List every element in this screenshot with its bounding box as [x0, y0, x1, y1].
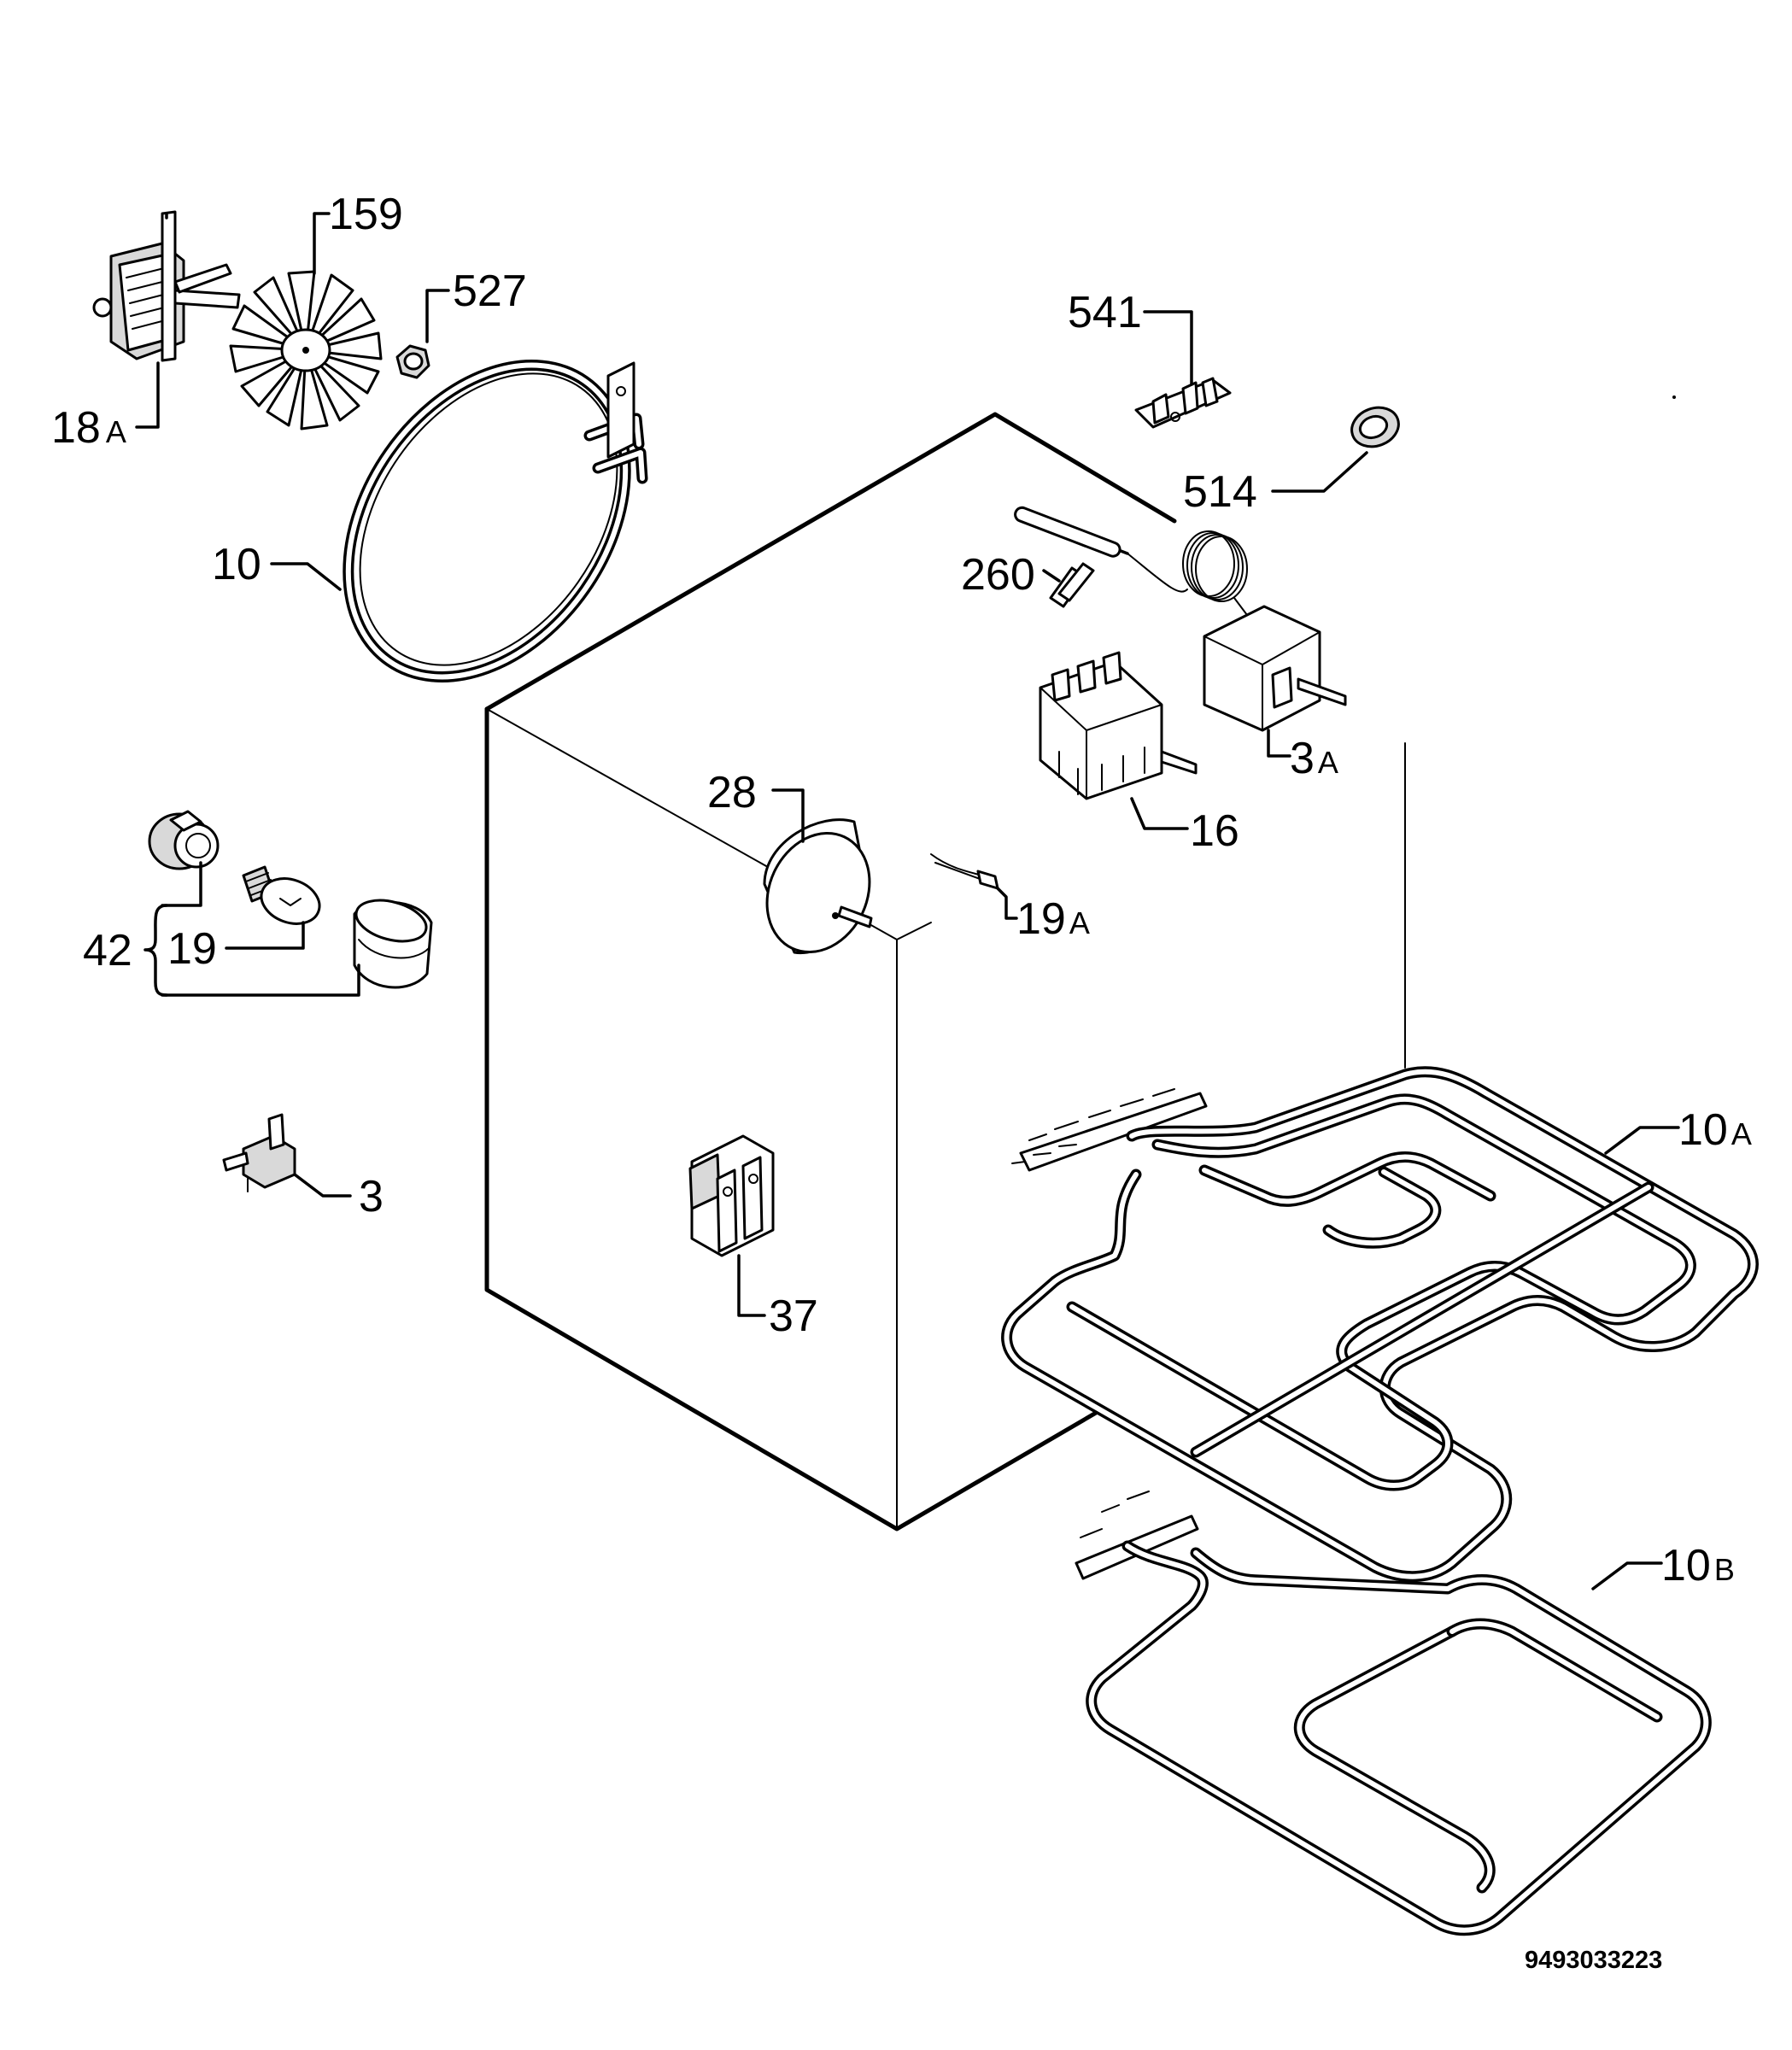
callout-16: 16 [1190, 806, 1239, 856]
clip-part [1049, 562, 1095, 608]
lamp-bulb-part [242, 865, 321, 925]
brace-42 [143, 904, 168, 997]
thermostat-part [1014, 506, 1347, 732]
callout-37: 37 [769, 1292, 818, 1341]
grommet-part [1350, 406, 1400, 448]
leader-28 [771, 788, 805, 843]
callout-527: 527 [453, 266, 527, 316]
leader-18a [135, 361, 160, 429]
selector-switch-part [1039, 651, 1198, 800]
leader-527 [425, 289, 450, 343]
nut-part [395, 344, 430, 379]
sensor-wire-part [930, 853, 999, 890]
timer-part [763, 818, 873, 955]
leader-260 [1042, 569, 1061, 583]
leader-159 [313, 212, 331, 275]
lamp-holder-part [148, 810, 220, 870]
terminal-connector-part [1134, 377, 1232, 429]
callout-3: 3 [359, 1172, 384, 1221]
callout-260: 260 [961, 550, 1035, 600]
top-heating-element-part [1001, 1066, 1759, 1583]
callout-159: 159 [329, 190, 403, 239]
leader-10 [270, 562, 342, 591]
leader-3a [1267, 729, 1291, 758]
leader-10a [1604, 1126, 1680, 1155]
leader-10b [1591, 1561, 1663, 1590]
leader-42-holder [161, 861, 202, 907]
oven-cavity-box [484, 412, 1406, 1532]
callout-42: 42 [83, 926, 132, 975]
callout-541: 541 [1068, 288, 1142, 337]
leader-42-cover [161, 964, 360, 997]
leader-3 [293, 1173, 352, 1198]
fan-motor-part [92, 210, 241, 362]
callout-10: 10 [212, 540, 261, 589]
callout-514: 514 [1183, 467, 1257, 517]
bracket-connector-part [688, 1134, 775, 1257]
fan-blade-part [229, 270, 383, 430]
stray-dot [1672, 395, 1676, 399]
callout-19: 19 [167, 924, 217, 974]
leader-514 [1271, 451, 1368, 493]
leader-19-bulb [225, 921, 305, 950]
leader-19a [996, 887, 1018, 920]
leader-16 [1130, 797, 1189, 830]
lamp-cover-part [353, 899, 433, 989]
leader-37 [737, 1254, 766, 1317]
leader-541 [1143, 310, 1193, 386]
callout-28: 28 [707, 768, 757, 817]
small-switch-part [222, 1113, 296, 1192]
document-number: 9493033223 [1525, 1947, 1662, 1974]
bottom-heating-element-part [1075, 1491, 1712, 1936]
circular-heating-element-part [343, 360, 648, 682]
